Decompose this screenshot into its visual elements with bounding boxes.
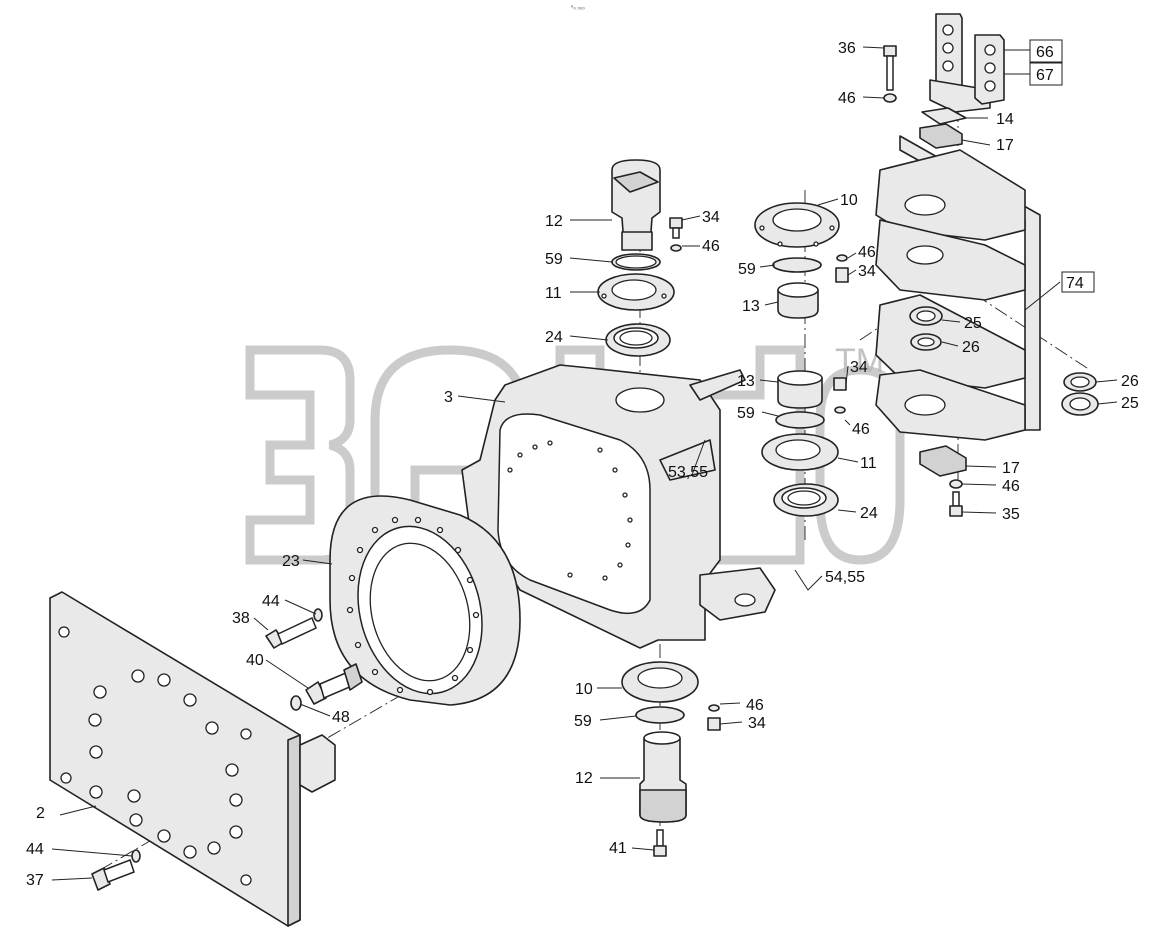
knuckle-housing-3: [461, 364, 776, 649]
callout-11-top: 11: [545, 285, 562, 302]
bushing-13-mid: [777, 370, 823, 409]
callout-46-lower-right: 46: [1002, 478, 1020, 495]
plate-17-top: [919, 123, 963, 149]
callout-46-top: 46: [838, 90, 856, 107]
seal-59-bottom: [635, 706, 685, 724]
bolt-34-bottom: [707, 704, 721, 731]
callout-44-lower: 44: [26, 841, 44, 858]
callout-14: 14: [996, 111, 1014, 128]
callouts: 36 46 66 67 14 17 10 12 34 46 59 11 24 4…: [26, 40, 1139, 889]
bushing-13-top: [777, 282, 819, 319]
callout-40: 40: [246, 652, 264, 669]
callout-67: 67: [1036, 67, 1054, 84]
callout-34-bottom: 34: [748, 715, 766, 732]
callout-34-top: 34: [702, 209, 720, 226]
bolt-41: [653, 829, 667, 857]
callout-11-right: 11: [860, 455, 877, 472]
flange-11-right: [761, 433, 839, 471]
nuts-25-26-right: [1061, 372, 1099, 416]
callout-25-left: 25: [964, 315, 982, 332]
bolt-37: [91, 859, 135, 891]
callout-74: 74: [1066, 275, 1084, 292]
bolt-40: [305, 663, 363, 705]
flange-10-bottom: [621, 661, 699, 703]
flange-11-top: [597, 273, 675, 311]
bearing-24-right: [773, 483, 839, 517]
box-67: [1029, 62, 1063, 86]
seal-59-right-top: [772, 257, 822, 273]
callout-37: 37: [26, 872, 44, 889]
callout-48: 48: [332, 709, 350, 726]
callout-59-mid: 59: [737, 405, 755, 422]
callout-46-right: 46: [858, 244, 876, 261]
leader-lines: [51, 46, 1118, 881]
callout-24-right: 24: [860, 505, 878, 522]
washer-44-lower: [131, 849, 141, 863]
bolt-34-right-upper: [835, 254, 849, 283]
bearing-24-top: [605, 323, 671, 357]
callout-59-top: 59: [545, 251, 563, 268]
callout-13-top: 13: [742, 298, 760, 315]
callout-3: 3: [444, 389, 453, 406]
bolt-34-top-left: [669, 217, 683, 252]
callout-12-bottom: 12: [575, 770, 593, 787]
callout-13-mid: 13: [737, 373, 755, 390]
callout-10-bottom: 10: [575, 681, 593, 698]
callout-36: 36: [838, 40, 856, 57]
box-66: [1029, 39, 1063, 63]
bolt-36: [883, 45, 897, 103]
callout-59-right: 59: [738, 261, 756, 278]
callout-38: 38: [232, 610, 250, 627]
callout-23: 23: [282, 553, 300, 570]
support-bracket-74: [875, 135, 1041, 441]
callout-12-top: 12: [545, 213, 563, 230]
callout-53-55: 53,55: [668, 464, 708, 481]
callout-46-pin: 46: [702, 238, 720, 255]
callout-44-upper: 44: [262, 593, 280, 610]
callout-46-mid: 46: [852, 421, 870, 438]
mounting-plate-2: [49, 591, 336, 927]
bolt-38: [265, 616, 317, 649]
bolt-35: [949, 479, 963, 517]
callout-17-top: 17: [996, 137, 1014, 154]
header-mark: ⁿ₀ ₀₀₀: [571, 4, 585, 11]
pin-12-bottom: [639, 731, 687, 823]
washer-48: [290, 695, 302, 711]
callout-54-55: 54,55: [825, 569, 865, 586]
washer-44-upper: [313, 608, 323, 622]
bolt-34-right-mid: [833, 377, 847, 414]
bracket-66-67: [929, 13, 1005, 113]
callout-46-bottom: 46: [746, 697, 764, 714]
callout-34-mid: 34: [850, 359, 868, 376]
callout-10-top: 10: [840, 192, 858, 209]
box-74: [1061, 271, 1095, 293]
plate-17-bottom: [919, 445, 967, 477]
seal-59-top: [611, 253, 661, 271]
flange-10-top: [754, 202, 840, 248]
callout-26-right: 26: [1121, 373, 1139, 390]
callout-59-bottom: 59: [574, 713, 592, 730]
callout-17-bottom: 17: [1002, 460, 1020, 477]
pin-12-top: [611, 159, 661, 251]
slewing-ring-23: [329, 495, 521, 706]
nuts-25-26-left: [909, 306, 943, 351]
callout-24-top: 24: [545, 329, 563, 346]
callout-26-left: 26: [962, 339, 980, 356]
callout-2: 2: [36, 805, 45, 822]
callout-35: 35: [1002, 506, 1020, 523]
seal-59-right-mid: [775, 411, 825, 429]
callout-34-right: 34: [858, 263, 876, 280]
callout-25-right: 25: [1121, 395, 1139, 412]
callout-41: 41: [609, 840, 627, 857]
callout-66: 66: [1036, 44, 1054, 61]
